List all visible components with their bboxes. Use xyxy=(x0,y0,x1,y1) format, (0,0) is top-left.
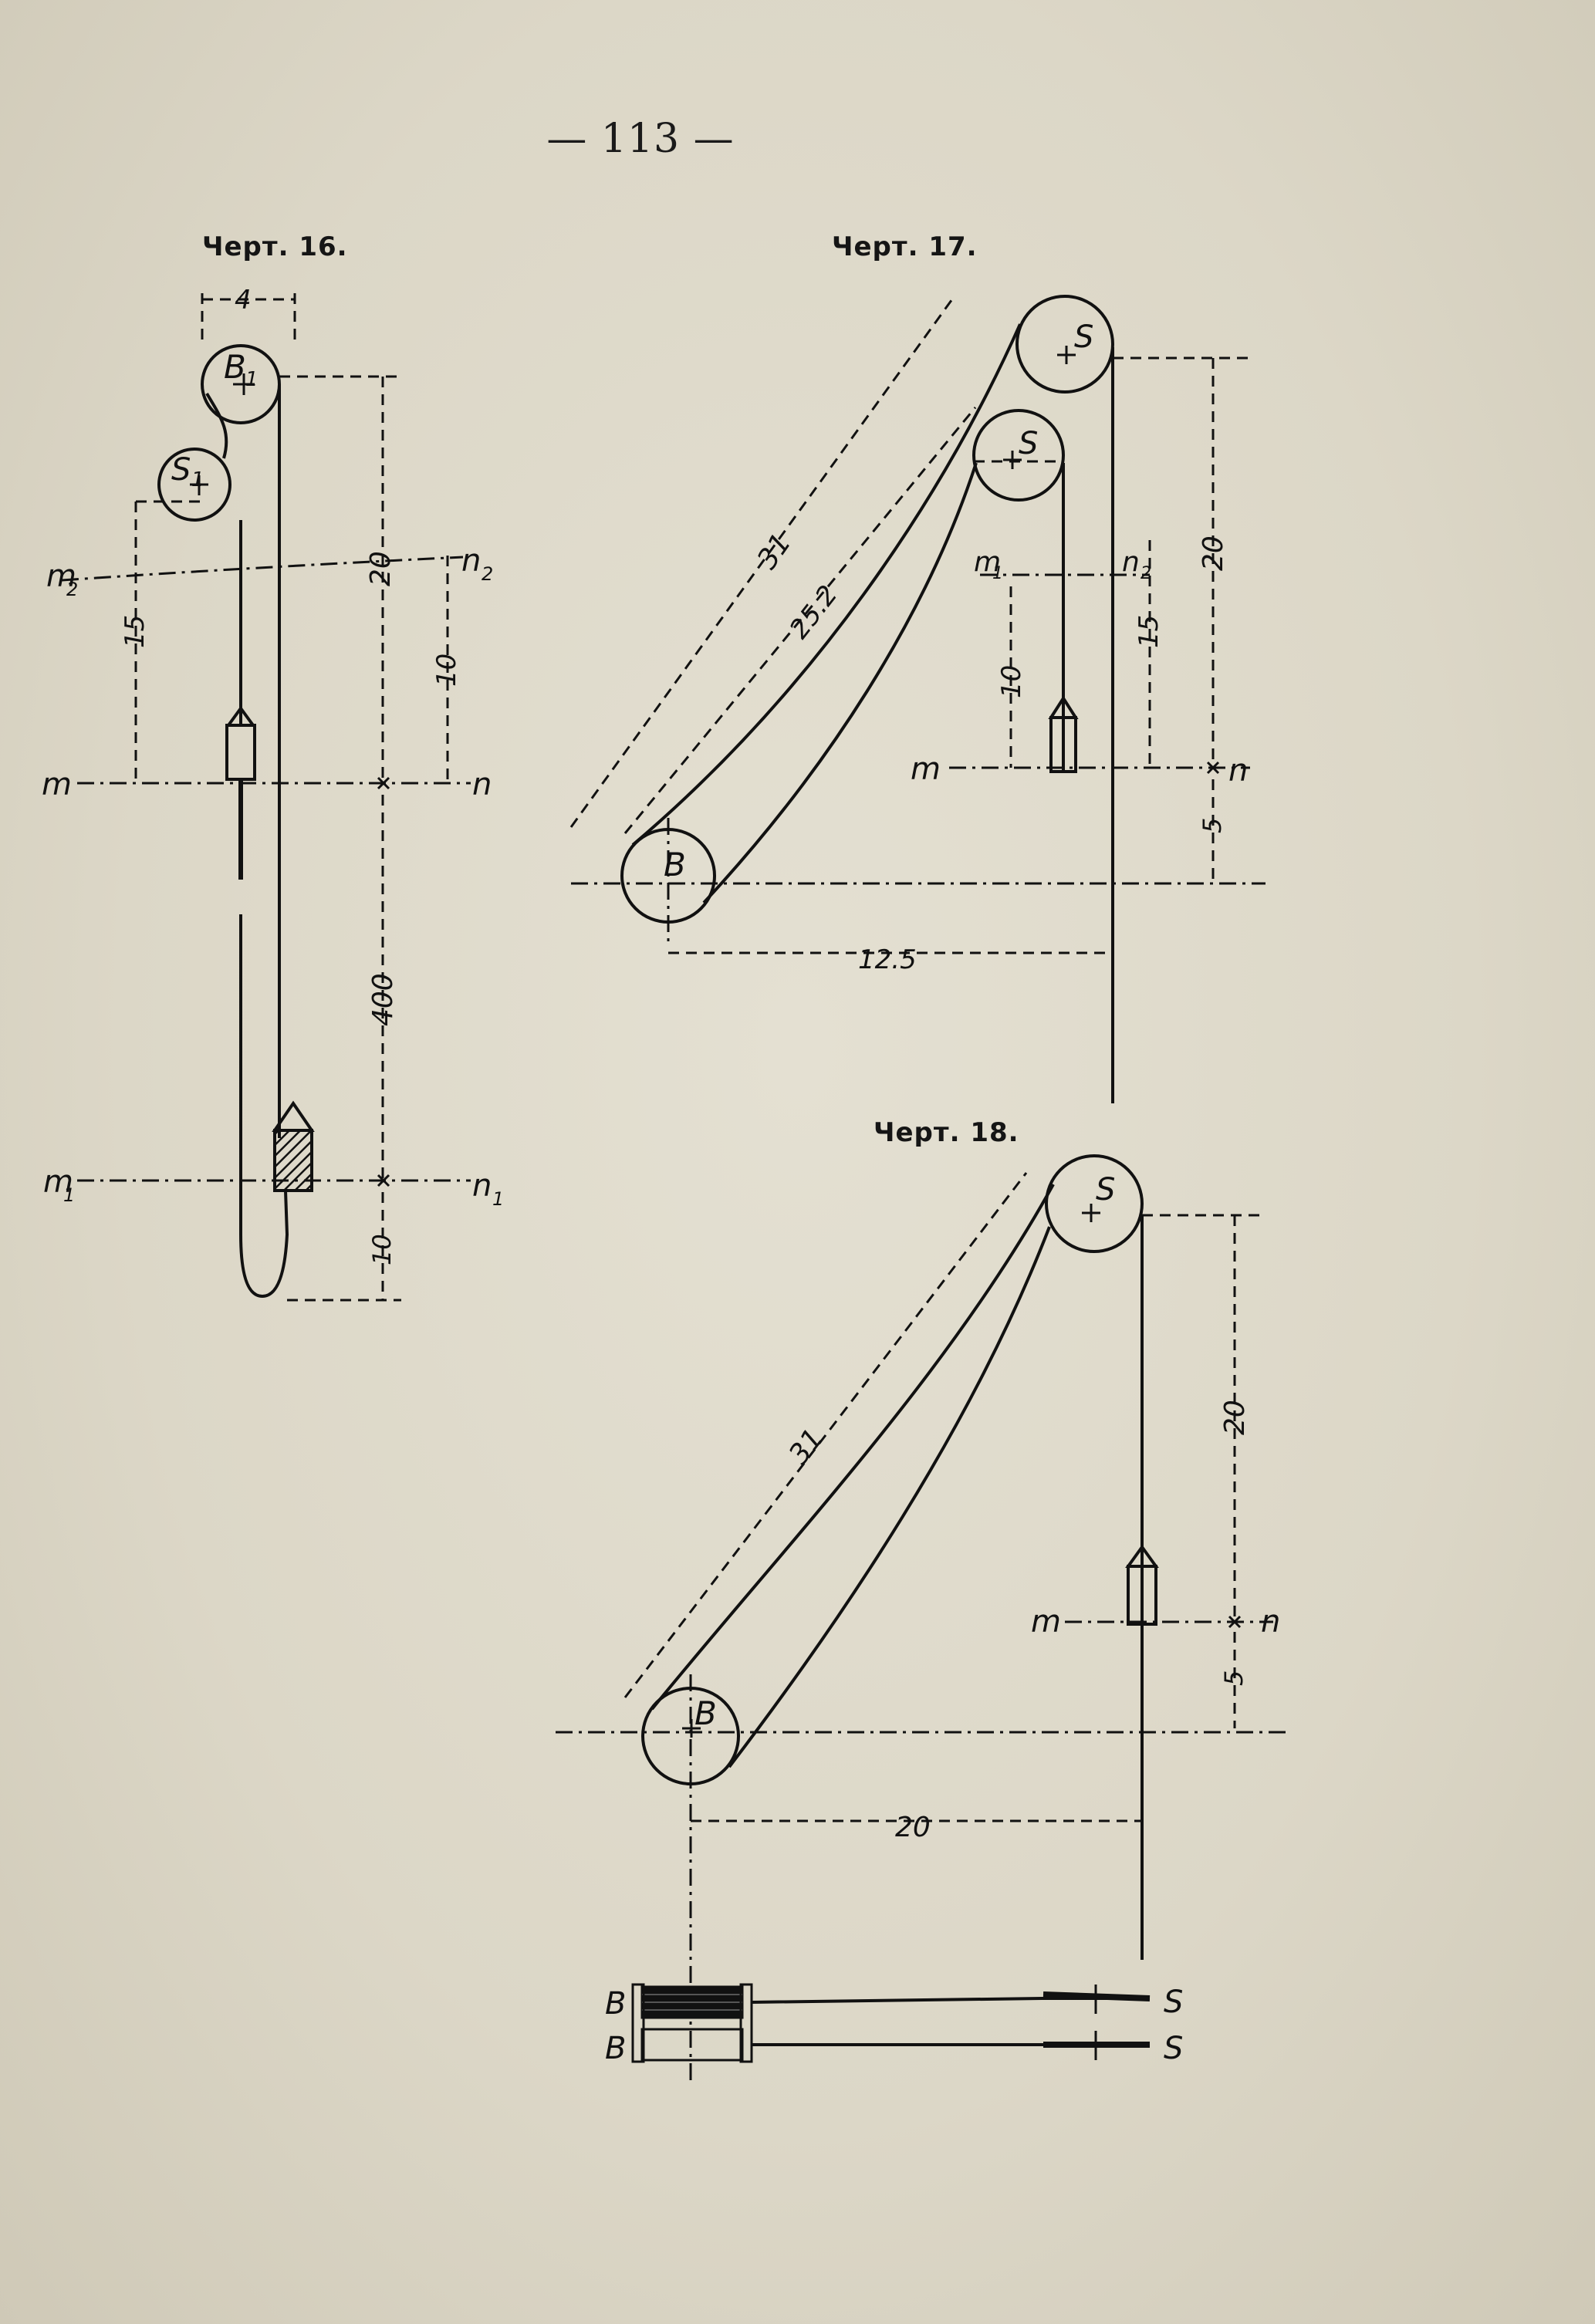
svg-text:m: m xyxy=(43,1164,73,1200)
rope-loop xyxy=(239,1111,289,1299)
svg-text:n: n xyxy=(472,767,492,802)
counterweight xyxy=(1049,716,1077,773)
svg-text:400: 400 xyxy=(367,973,399,1026)
svg-text:20: 20 xyxy=(895,1812,931,1843)
figure-16-drawing: B 1 S 1 4 20 xyxy=(42,285,504,1302)
figure-17-drawing: S S B 31 25.2 20 xyxy=(569,295,1266,1103)
figure-17-caption: Черт. 17. xyxy=(832,231,978,262)
svg-text:S: S xyxy=(1164,2031,1183,2066)
pulley-s-lower xyxy=(972,409,1065,502)
svg-text:15: 15 xyxy=(1134,615,1164,648)
svg-text:n: n xyxy=(461,543,481,579)
svg-text:20: 20 xyxy=(1219,1400,1251,1435)
figure-16-caption: Черт. 16. xyxy=(202,231,348,262)
pulley-s1 xyxy=(157,448,231,522)
svg-text:10: 10 xyxy=(367,1234,397,1265)
svg-text:2: 2 xyxy=(482,563,493,585)
counterweight xyxy=(1127,1565,1157,1626)
svg-text:5: 5 xyxy=(1219,1670,1249,1686)
svg-text:n: n xyxy=(472,1168,492,1204)
svg-text:B: B xyxy=(605,1986,626,2022)
svg-text:1: 1 xyxy=(492,1188,504,1210)
svg-text:S: S xyxy=(1074,319,1093,355)
svg-text:20: 20 xyxy=(365,551,397,586)
svg-text:1: 1 xyxy=(245,368,259,391)
svg-text:15: 15 xyxy=(120,615,150,648)
svg-text:4: 4 xyxy=(235,285,252,316)
svg-text:1: 1 xyxy=(992,564,1003,583)
svg-text:5: 5 xyxy=(1198,818,1227,833)
svg-text:20: 20 xyxy=(1198,535,1229,571)
svg-text:n: n xyxy=(1122,546,1140,578)
label-s: S xyxy=(171,452,191,488)
svg-text:n: n xyxy=(1261,1604,1280,1640)
svg-text:1: 1 xyxy=(191,468,204,491)
svg-text:2: 2 xyxy=(66,579,78,600)
svg-text:31: 31 xyxy=(783,1423,830,1470)
svg-text:S: S xyxy=(1096,1172,1115,1208)
svg-text:S: S xyxy=(1164,1985,1183,2020)
svg-text:m: m xyxy=(911,752,941,787)
pulley-s-upper xyxy=(1015,295,1114,394)
label-b: B xyxy=(224,348,246,386)
svg-text:B: B xyxy=(694,1694,717,1732)
drum-lower xyxy=(640,2028,744,2062)
figure-18-drawing: S B 31 20 m n xyxy=(556,1154,1289,2083)
svg-text:m: m xyxy=(974,546,1001,578)
svg-text:10: 10 xyxy=(431,654,462,687)
pulley-s xyxy=(1045,1154,1144,1253)
svg-text:12.5: 12.5 xyxy=(858,944,917,975)
svg-text:m: m xyxy=(42,767,72,802)
svg-text:n: n xyxy=(1228,753,1248,789)
svg-text:2: 2 xyxy=(1140,564,1151,583)
svg-text:m: m xyxy=(46,559,76,594)
page-number: — 113 — xyxy=(546,116,735,162)
counterweight-upper xyxy=(225,724,256,781)
svg-text:B: B xyxy=(605,2031,626,2066)
svg-text:10: 10 xyxy=(996,665,1027,698)
svg-text:m: m xyxy=(1031,1604,1061,1640)
figure-18-caption: Черт. 18. xyxy=(874,1117,1019,1148)
svg-text:B: B xyxy=(664,846,686,883)
svg-text:S: S xyxy=(1019,426,1038,461)
svg-text:1: 1 xyxy=(63,1184,75,1206)
